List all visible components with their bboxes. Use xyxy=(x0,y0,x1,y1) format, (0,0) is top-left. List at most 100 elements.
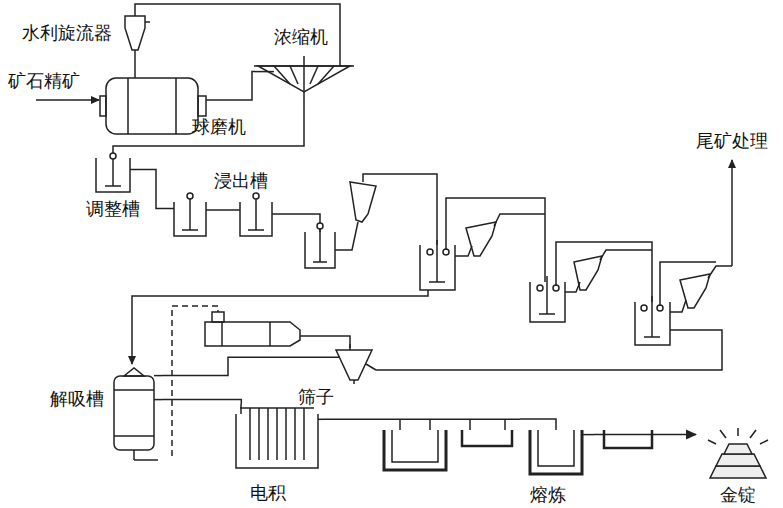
pipe-connector xyxy=(250,72,254,101)
pipe-line xyxy=(318,66,334,84)
pipe-line xyxy=(134,10,136,16)
pipe-line xyxy=(737,428,739,436)
pipe-line xyxy=(145,21,150,23)
pipe-line xyxy=(132,290,428,364)
pipe-connector xyxy=(135,4,340,26)
equipment-label: 筛子 xyxy=(298,386,334,408)
pipe-line xyxy=(114,435,154,437)
pipe-connector xyxy=(144,170,168,209)
pipe-line xyxy=(318,419,324,421)
pipe-line xyxy=(274,66,290,84)
pipe-line xyxy=(604,430,652,448)
pipe-line xyxy=(641,305,647,311)
electrowinning-cell: 电积 xyxy=(230,404,324,506)
smelting-furnace: 熔炼 xyxy=(520,412,594,506)
pipe-line xyxy=(272,213,278,215)
pipe-connector xyxy=(162,400,241,404)
pipe-line xyxy=(349,344,351,350)
pipe-line xyxy=(366,364,376,370)
pipe-line xyxy=(276,408,278,460)
pipe-line xyxy=(392,430,438,462)
pipe-line xyxy=(376,330,722,370)
pipe-line xyxy=(303,56,305,102)
pipe-line xyxy=(278,214,320,232)
pipe-line xyxy=(134,50,136,58)
pipe-line xyxy=(130,169,144,171)
pipe-line xyxy=(353,380,355,384)
equipment-label: 球磨机 xyxy=(192,116,246,138)
pipe-line xyxy=(124,368,144,376)
pipe-line xyxy=(290,66,298,84)
pipe-line xyxy=(724,444,752,454)
pipe-line xyxy=(294,408,296,460)
pipe-line xyxy=(134,72,136,78)
pipe-line xyxy=(310,66,318,84)
pipe-line xyxy=(240,404,242,414)
pipe-line xyxy=(335,222,358,250)
pipe-line xyxy=(339,26,341,66)
pipe-line xyxy=(300,336,350,348)
pipe-line xyxy=(680,274,710,308)
pipe-line xyxy=(710,466,766,478)
pipe-line xyxy=(708,266,732,278)
pipe-line xyxy=(182,229,198,231)
pipe-line xyxy=(296,356,340,358)
pipe-line xyxy=(317,223,323,229)
pipe-line xyxy=(427,249,433,255)
pipe-line xyxy=(436,240,438,282)
pipe-line xyxy=(462,430,512,446)
pipe-line xyxy=(100,96,106,116)
pipe-line xyxy=(539,313,555,315)
screen: 筛子 xyxy=(296,344,376,410)
pipe-line xyxy=(212,312,224,322)
pipe-line xyxy=(248,229,264,231)
elution-column: 解吸槽 xyxy=(48,366,162,462)
pipe-line xyxy=(750,430,756,438)
pipe-line xyxy=(105,185,121,187)
pipe-line xyxy=(716,454,760,466)
pipe-line xyxy=(556,242,652,302)
pipe-line xyxy=(429,281,445,283)
pipe-line xyxy=(249,408,251,460)
pipe-line xyxy=(168,208,174,210)
pipe-line xyxy=(114,389,154,391)
pipe-line xyxy=(269,322,271,346)
ball-mill: 球磨机 xyxy=(98,72,250,144)
pipe-line xyxy=(546,276,548,314)
pipe-line xyxy=(189,196,191,230)
thickener: 浓缩机 xyxy=(254,26,354,102)
stream-label: 尾矿处理 xyxy=(696,130,768,152)
pipe-connector xyxy=(324,419,520,421)
pipe-line xyxy=(582,434,594,436)
pipe-line xyxy=(154,375,162,377)
conditioning-tank: 调整槽 xyxy=(82,152,144,222)
pipe-line xyxy=(538,430,574,466)
pipe-connector xyxy=(594,434,696,436)
elution-column-shape xyxy=(48,366,162,462)
pipe-line xyxy=(670,300,686,312)
pipe-line xyxy=(125,16,145,50)
pipe-line xyxy=(206,209,240,211)
pipe-line xyxy=(537,285,543,291)
pipe-line xyxy=(731,160,733,266)
pipe-connector xyxy=(113,102,304,152)
pipe-line xyxy=(205,322,300,346)
pipe-line xyxy=(206,99,250,101)
pipe-line xyxy=(110,153,116,159)
pipe-line xyxy=(172,306,218,456)
equipment-label: 水利旋流器 xyxy=(22,22,112,44)
pipe-line xyxy=(285,408,287,460)
equipment-label: 调整槽 xyxy=(86,198,140,220)
pipe-line xyxy=(106,78,198,134)
pipe-connector xyxy=(162,357,296,375)
pipe-line xyxy=(253,193,259,199)
pipe-line xyxy=(313,261,327,263)
pipe-line xyxy=(133,450,135,460)
pipe-line xyxy=(399,419,401,430)
pipe-line xyxy=(455,246,472,256)
pipe-line xyxy=(36,99,99,101)
equipment-label: 熔炼 xyxy=(530,484,566,506)
gold-ingots: 金锭 xyxy=(696,412,780,506)
pipe-line xyxy=(720,430,726,438)
